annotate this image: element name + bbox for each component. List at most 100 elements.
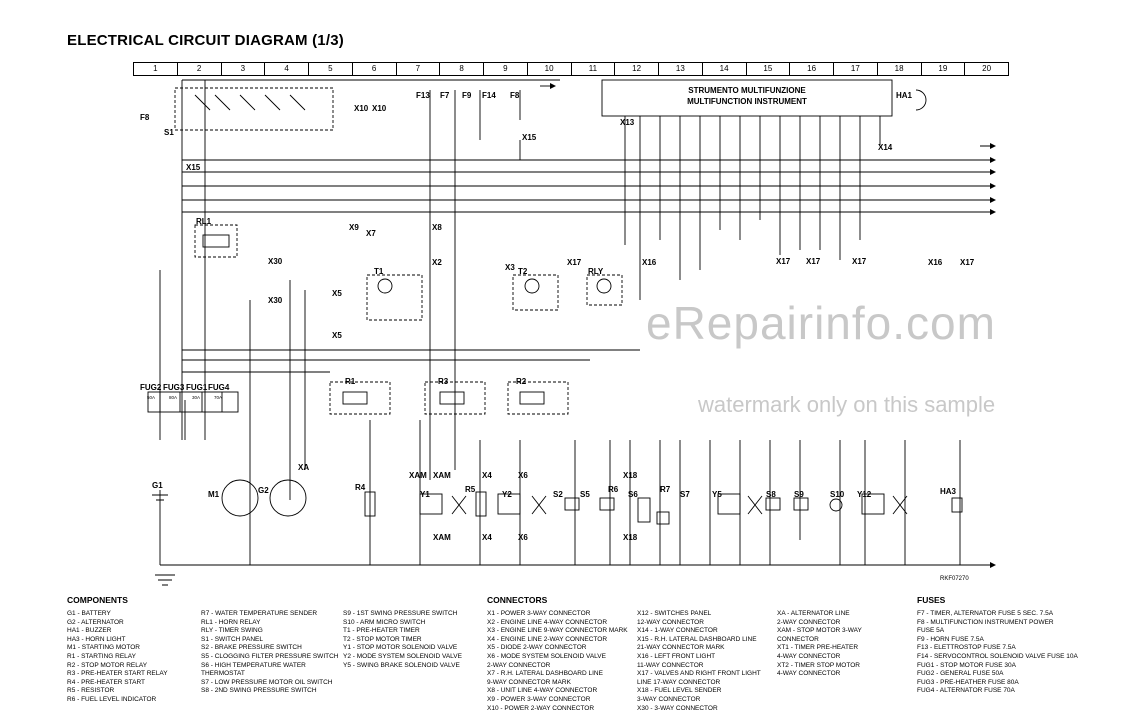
legend-entry: S1 - SWITCH PANEL: [201, 635, 264, 643]
wire: [624, 116, 881, 300]
components-title: COMPONENTS: [67, 595, 128, 605]
fuse-fug3-value: 80A: [169, 395, 177, 400]
legend-entry: X3 - ENGINE LINE 9-WAY CONNECTOR MARK: [487, 627, 628, 635]
legend-entry: S6 - HIGH TEMPERATURE WATER: [201, 661, 306, 669]
legend-entry: F13 - ELETTROSTOP FUSE 7.5A: [917, 644, 1016, 652]
x18-label-a: X18: [623, 471, 638, 480]
x2-label: X2: [432, 258, 442, 267]
y2-solenoid: [497, 493, 521, 515]
x17-label-e: X17: [960, 258, 975, 267]
legend-entry: 3-WAY CONNECTOR: [637, 695, 701, 703]
legend-entry: FUG4 - ALTERNATOR FUSE 70A: [917, 687, 1015, 695]
x30-label-a: X30: [268, 257, 283, 266]
legend-entry: X5 - DIODE 2-WAY CONNECTOR: [487, 644, 587, 652]
legend-entry: XAM - STOP MOTOR 3-WAY: [777, 627, 862, 635]
legend-entry: 2-WAY CONNECTOR: [487, 661, 551, 669]
grid-column-10: 10: [528, 63, 572, 75]
x7-label: X7: [366, 229, 376, 238]
y12-label: Y12: [857, 490, 872, 499]
r1-label: R1: [345, 377, 356, 386]
legend-entry: 9-WAY CONNECTOR MARK: [487, 678, 571, 686]
s8-label: S8: [766, 490, 776, 499]
xam-label-b: XAM: [433, 471, 451, 480]
wire: [182, 349, 640, 373]
legend-entry: X7 - R.H. LATERAL DASHBOARD LINE: [487, 670, 603, 678]
fuse-f14-label: F14: [482, 91, 496, 100]
grid-column-1: 1: [134, 63, 178, 75]
legend-entry: RLY - TIMER SWING: [201, 627, 263, 635]
legend-entry: F7 - TIMER, ALTERNATOR FUSE 5 SEC. 7.5A: [917, 610, 1054, 617]
grid-column-13: 13: [659, 63, 703, 75]
legend-entry: X10 - POWER 2-WAY CONNECTOR: [487, 704, 595, 712]
legend-entry: CONNECTOR: [777, 635, 819, 643]
rl1-label: RL1: [196, 217, 212, 226]
legend-entry: X4 - ENGINE LINE 2-WAY CONNECTOR: [487, 635, 608, 643]
y5-solenoid: [717, 493, 741, 515]
legend-entry: S9 - 1ST SWING PRESSURE SWITCH: [343, 610, 458, 617]
fuse-fug4-label: FUG4: [208, 383, 230, 392]
legend-entry: 2-WAY CONNECTOR: [777, 618, 841, 626]
diagram-title: ELECTRICAL CIRCUIT DIAGRAM (1/3): [67, 32, 344, 49]
legend-entry: R7 - WATER TEMPERATURE SENDER: [201, 610, 318, 617]
x5-label-a: X5: [332, 289, 342, 298]
fuse-f8-label: F8: [510, 91, 520, 100]
t2-timer-box: [512, 274, 559, 311]
legend-entry: XT1 - TIMER PRE-HEATER: [777, 644, 859, 652]
xam-label-a: XAM: [409, 471, 427, 480]
battery-symbol: [152, 490, 168, 565]
s10-label: S10: [830, 490, 845, 499]
x17-label-a: X17: [567, 258, 582, 267]
s6-label: S6: [628, 490, 638, 499]
grid-column-7: 7: [397, 63, 441, 75]
legend-entry: R3 - PRE-HEATER START RELAY: [67, 670, 168, 678]
legend-entry: X30 - 3-WAY CONNECTOR: [637, 704, 718, 712]
grid-column-16: 16: [790, 63, 834, 75]
grid-column-19: 19: [922, 63, 966, 75]
legend-entry: X12 - SWITCHES PANEL: [637, 610, 712, 617]
r2-label: R2: [516, 377, 527, 386]
legend-entry: HA1 - BUZZER: [67, 627, 112, 635]
legend-entry: FUG3 - PRE-HEATHER FUSE 80A: [917, 678, 1019, 686]
legend-entry: T2 - STOP MOTOR TIMER: [343, 635, 422, 643]
circuit-diagram: STRUMENTO MULTIFUNZIONE MULTIFUNCTION IN…: [140, 79, 996, 586]
r7-label: R7: [660, 485, 671, 494]
instrument-label-it: STRUMENTO MULTIFUNZIONE: [688, 86, 806, 95]
grid-column-15: 15: [747, 63, 791, 75]
y1-solenoid: [419, 493, 443, 515]
g1-label: G1: [152, 481, 163, 490]
legend-entry: 4-WAY CONNECTOR: [777, 670, 841, 678]
grid-column-11: 11: [572, 63, 616, 75]
x4-label-b: X4: [482, 533, 492, 542]
x6-label-b: X6: [518, 533, 528, 542]
x16-label-a: X16: [642, 258, 657, 267]
legend-entry: S2 - BRAKE PRESSURE SWITCH: [201, 644, 302, 652]
fuse-fug1-label: FUG1: [186, 383, 208, 392]
x15-label-a: X15: [186, 163, 201, 172]
fuse-box: [147, 391, 239, 413]
legend-entry: M1 - STARTING MOTOR: [67, 644, 140, 652]
xam-label-c: XAM: [433, 533, 451, 542]
grid-column-8: 8: [440, 63, 484, 75]
wire: [194, 94, 306, 111]
legend-entry: S7 - LOW PRESSURE MOTOR OIL SWITCH: [201, 678, 333, 686]
rl1-relay-box: [194, 224, 238, 258]
legend-entry: FUG2 - GENERAL FUSE 50A: [917, 670, 1004, 678]
x30-label-b: X30: [268, 296, 283, 305]
fuse-fug2-label: FUG2: [140, 383, 162, 392]
legend-entry: R2 - STOP MOTOR RELAY: [67, 661, 148, 669]
x18-label-b: X18: [623, 533, 638, 542]
legend-entry: S10 - ARM MICRO SWITCH: [343, 618, 426, 626]
x8-label: X8: [432, 223, 442, 232]
r6-label: R6: [608, 485, 619, 494]
legend-entry: X17 - VALVES AND RIGHT FRONT LIGHT: [637, 670, 761, 678]
legend-entry: 12-WAY CONNECTOR: [637, 618, 704, 626]
grid-column-17: 17: [834, 63, 878, 75]
r3-label: R3: [438, 377, 449, 386]
s2-label: S2: [553, 490, 563, 499]
legend-entry: Y2 - MODE SYSTEM SOLENOID VALVE: [343, 652, 462, 660]
wire: [159, 80, 206, 440]
legend-entry: G2 - ALTERNATOR: [67, 618, 124, 626]
grid-column-5: 5: [309, 63, 353, 75]
